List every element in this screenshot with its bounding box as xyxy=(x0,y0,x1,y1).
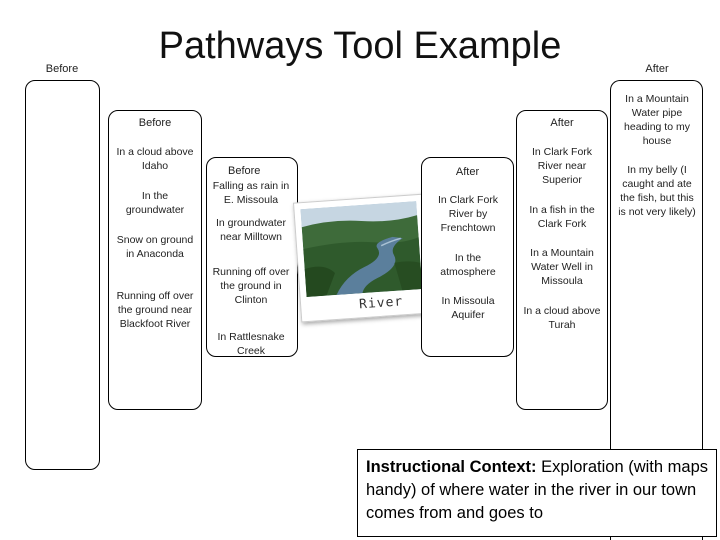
list-item: Snow on ground in Anaconda xyxy=(116,234,194,260)
corner-before-label: Before xyxy=(45,63,79,75)
list-item: Running off over the ground near Blackfo… xyxy=(116,290,194,330)
instructional-context-box: Instructional Context: Exploration (with… xyxy=(357,449,717,537)
page-title: Pathways Tool Example xyxy=(158,25,562,67)
corner-after-label: After xyxy=(645,63,669,75)
list-item: In a cloud above Idaho xyxy=(116,146,194,172)
list-item: In Rattlesnake Creek xyxy=(217,331,285,357)
list-item: In groundwater near Milltown xyxy=(215,217,287,243)
after-column-3 xyxy=(421,157,514,357)
list-item: In Missoula Aquifer xyxy=(441,295,495,321)
before-column-1 xyxy=(108,110,202,410)
column-1-header: Before xyxy=(138,117,172,129)
list-item: In a fish in the Clark Fork xyxy=(529,204,595,230)
list-item: In Clark Fork River by Frenchtown xyxy=(437,194,499,234)
river-photo xyxy=(300,201,423,298)
outer-before-column xyxy=(25,80,100,470)
list-item: In a cloud above Turah xyxy=(523,305,601,331)
column-2-header: Before xyxy=(228,165,261,177)
list-item: Running off over the ground in Clinton xyxy=(212,266,290,306)
column-3-header: After xyxy=(455,166,480,178)
context-text: Exploration (with maps handy) of where w… xyxy=(366,458,709,522)
context-label: Instructional Context: xyxy=(366,458,537,476)
list-item: Falling as rain in E. Missoula xyxy=(212,180,290,206)
list-item: In Clark Fork River near Superior xyxy=(531,146,593,186)
list-item: In the groundwater xyxy=(125,190,185,216)
list-item: In my belly (I caught and ate the fish, … xyxy=(618,164,696,218)
list-item: In the atmosphere xyxy=(440,252,496,278)
before-column-2 xyxy=(206,157,298,357)
river-photo-frame: River xyxy=(292,193,434,323)
list-item: In a Mountain Water pipe heading to my h… xyxy=(624,93,690,147)
after-column-4 xyxy=(516,110,608,410)
list-item: In a Mountain Water Well in Missoula xyxy=(530,247,594,287)
river-photo-caption: River xyxy=(358,294,404,313)
column-4-header: After xyxy=(550,117,574,129)
